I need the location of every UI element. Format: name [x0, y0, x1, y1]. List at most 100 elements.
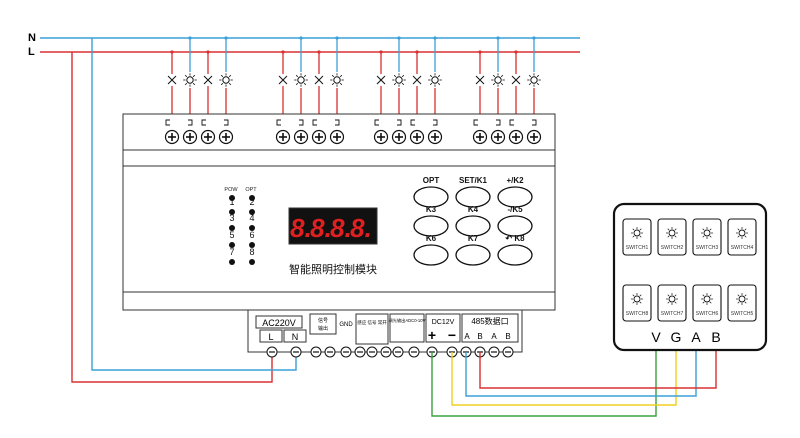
junction-dot: [224, 36, 228, 40]
lamp-ray: [192, 74, 196, 78]
key-button[interactable]: [455, 186, 491, 208]
lamp-ray: [401, 82, 405, 86]
junction-dot: [281, 50, 285, 54]
dimming-output-box: [389, 313, 425, 343]
lamp-icon: [333, 76, 341, 84]
key-button[interactable]: [497, 215, 533, 237]
rs485-pin-b1: B: [477, 332, 482, 341]
led-label-left: 1: [229, 197, 234, 207]
lamp-ray: [536, 82, 540, 86]
relay-contact: [276, 119, 304, 126]
switch-button-label: SWITCH1: [626, 245, 649, 251]
key-label: -/K5: [507, 205, 523, 214]
key-label: OPT: [423, 176, 440, 185]
switch-symbol: [167, 75, 177, 85]
lamp-ray: [184, 74, 188, 78]
pin-v-label: V: [651, 329, 661, 345]
switch-symbol: [203, 75, 213, 85]
opt-led: [249, 195, 255, 201]
lamp-ray: [492, 82, 496, 86]
lamp-ray: [303, 74, 307, 78]
key-button[interactable]: [413, 215, 449, 237]
module-top-step: [122, 149, 556, 167]
pin-b-label: B: [711, 329, 720, 345]
bulb-ray: [674, 235, 677, 238]
lamp-ray: [331, 74, 335, 78]
lamp-icon: [395, 76, 403, 84]
led-indicator: [229, 225, 235, 231]
pow-header: POW: [224, 187, 238, 193]
dc12v-box: [425, 313, 461, 343]
rs485-pin-a1: A: [464, 332, 470, 341]
junction-dot: [335, 36, 339, 40]
switch-symbol: [314, 75, 324, 85]
lamp-ray: [536, 74, 540, 78]
lamp-icon: [530, 76, 538, 84]
bulb-ray: [674, 294, 677, 297]
display-digit: 8.: [290, 213, 312, 243]
bulb-ray: [667, 228, 670, 231]
lamp-ray: [295, 74, 299, 78]
rs485-pin-b2: B: [505, 332, 510, 341]
junction-dot: [532, 36, 536, 40]
relay-contact: [374, 119, 402, 126]
key-label: K3: [426, 205, 437, 214]
lamp-ray: [228, 82, 232, 86]
junction-dot: [415, 50, 419, 54]
bulb-ray: [639, 228, 642, 231]
bulb-icon: [738, 229, 746, 237]
junction-dot: [397, 36, 401, 40]
lamp-ray: [339, 74, 343, 78]
dimming-output-label: 调光输出ADC0-10V: [389, 317, 426, 324]
key-button[interactable]: [413, 186, 449, 208]
lamp-ray: [500, 82, 504, 86]
switch-button-label: SWITCH5: [731, 311, 754, 317]
bulb-icon: [633, 295, 641, 303]
led-indicator: [249, 209, 255, 215]
led-label-right: 8: [249, 247, 254, 257]
ac220v-label: AC220V: [262, 318, 296, 328]
bulb-ray: [744, 235, 747, 238]
led-indicator: [229, 259, 235, 265]
bulb-ray: [709, 235, 712, 238]
dc-plus-label: +: [428, 327, 436, 343]
relay-contact: [201, 119, 229, 126]
key-button[interactable]: [455, 215, 491, 237]
bulb-ray: [632, 235, 635, 238]
lamp-ray: [184, 82, 188, 86]
bulb-icon: [668, 229, 676, 237]
key-button[interactable]: [413, 244, 449, 266]
bulb-icon: [633, 229, 641, 237]
bulb-icon: [738, 295, 746, 303]
lamp-icon: [431, 76, 439, 84]
lamp-ray: [393, 74, 397, 78]
lamp-ray: [492, 74, 496, 78]
green-wire: [431, 350, 657, 417]
bulb-ray: [709, 294, 712, 297]
lamp-ray: [429, 74, 433, 78]
key-button[interactable]: [455, 244, 491, 266]
lamp-ray: [228, 74, 232, 78]
junction-dot: [379, 50, 383, 54]
lamp-icon: [494, 76, 502, 84]
key-button[interactable]: [497, 186, 533, 208]
bulb-ray: [632, 228, 635, 231]
bulb-ray: [667, 235, 670, 238]
junction-dot: [188, 36, 192, 40]
key-button[interactable]: [497, 244, 533, 266]
led-label-left: 7: [229, 247, 234, 257]
bulb-ray: [674, 228, 677, 231]
junction-dot: [514, 50, 518, 54]
bulb-ray: [709, 301, 712, 304]
bulb-ray: [744, 294, 747, 297]
relay-contact: [165, 119, 193, 126]
bulb-icon: [703, 229, 711, 237]
bulb-ray: [737, 294, 740, 297]
bulb-icon: [668, 295, 676, 303]
ac-l-box: [259, 329, 283, 343]
top-terminal-blocks: [164, 119, 542, 145]
led-indicator: [249, 225, 255, 231]
display-digit: 8.: [330, 213, 352, 243]
junction-dot: [433, 36, 437, 40]
